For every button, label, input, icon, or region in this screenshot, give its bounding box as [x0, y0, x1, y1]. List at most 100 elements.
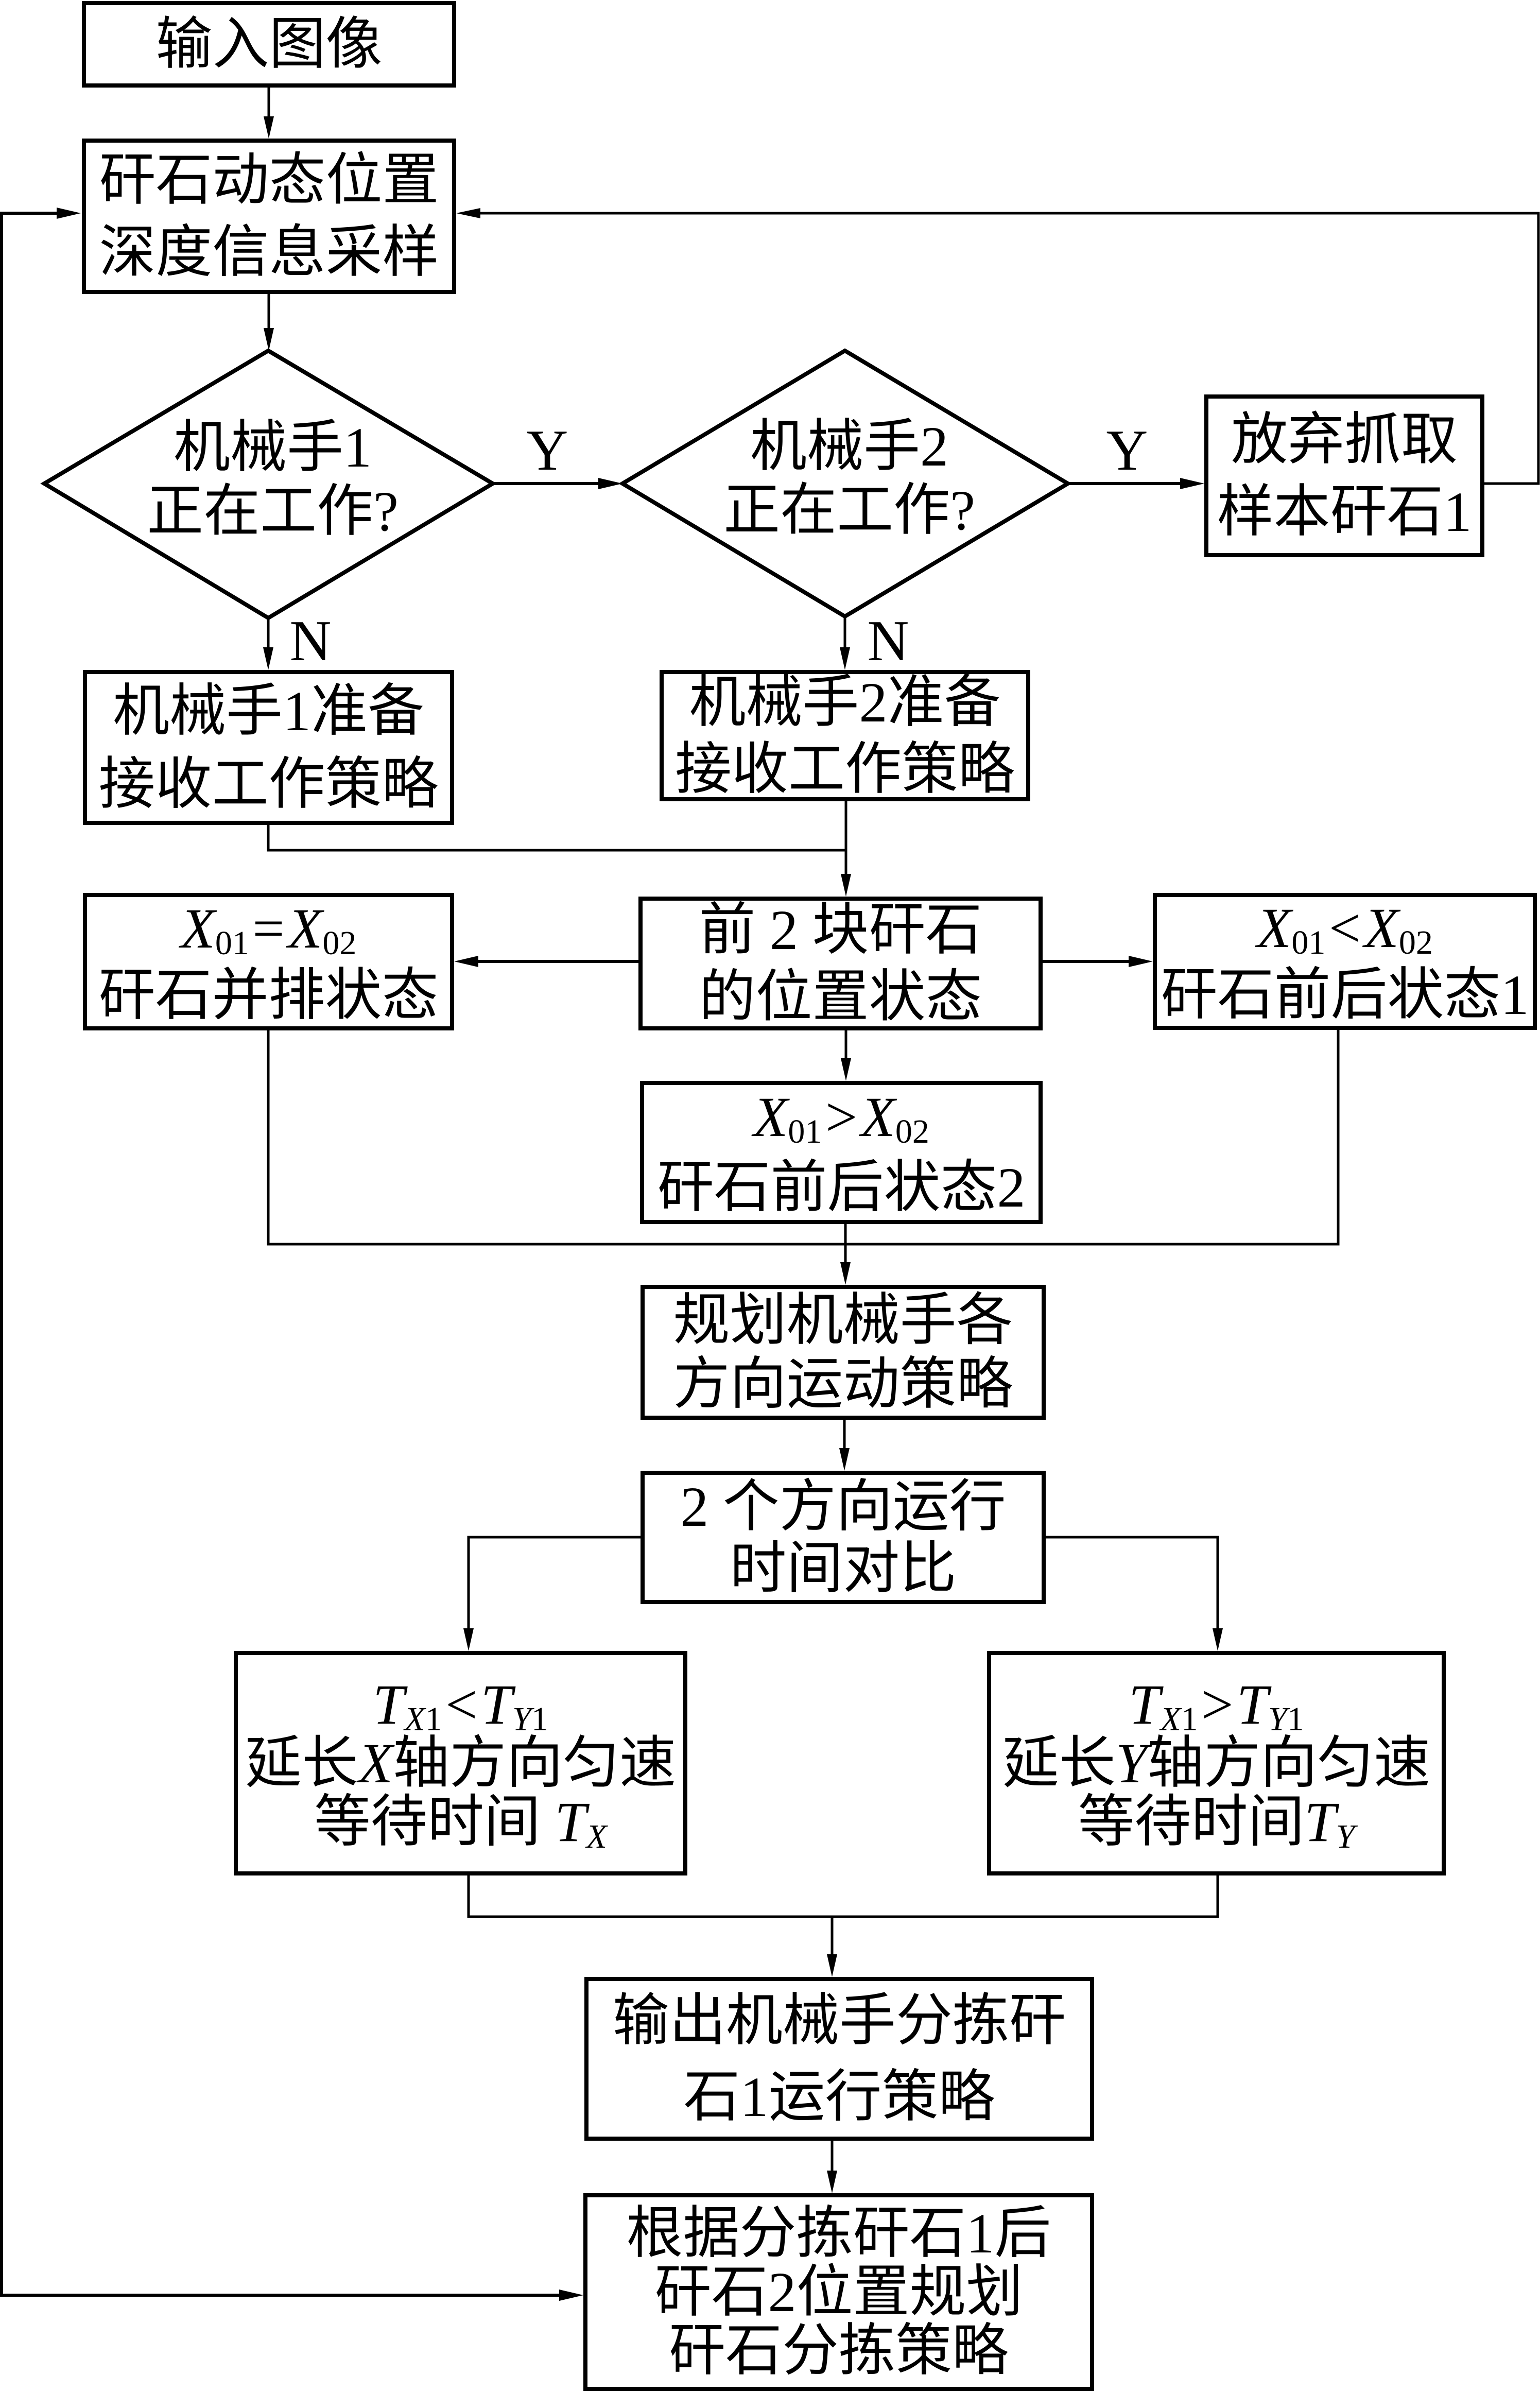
node-output-strategy: 输出机械手分拣矸 石1运行策略	[584, 1977, 1094, 2141]
node-text-line: 等待时间 TX	[314, 1791, 607, 1854]
text-fragment: 等待时间	[314, 1791, 555, 1853]
arrowhead-right	[559, 2290, 583, 2301]
node-extend-x: TX1<TY1 延长X轴方向匀速 等待时间 TX	[234, 1651, 687, 1875]
formula-operator: >	[825, 1086, 858, 1148]
node-text-line: 根据分拣矸石1后	[626, 2202, 1051, 2265]
arrowhead-right	[598, 478, 622, 489]
node-text-line: 输出机械手分拣矸	[613, 1989, 1066, 2052]
decision-diamond-arm2	[618, 348, 1072, 619]
node-text-line: 时间对比	[730, 1537, 957, 1600]
subscript-number: 1	[1287, 1700, 1304, 1739]
decision-diamond-arm1	[40, 348, 497, 621]
formula-line: TX1>TY1	[1129, 1673, 1304, 1736]
node-side-by-side: X01=X02 矸石并排状态	[83, 893, 454, 1030]
formula-line: TX1<TY1	[373, 1673, 548, 1736]
node-position-state: 前 2 块矸石 的位置状态	[638, 897, 1043, 1030]
arrowhead-down	[263, 647, 273, 670]
arrowhead-down	[827, 1954, 837, 1977]
arrowhead-down	[463, 1628, 474, 1651]
formula-variable: T	[1129, 1673, 1161, 1736]
node-text-line: 接收工作策略	[98, 752, 439, 816]
connector-extend-merge	[467, 1875, 1219, 1918]
formula-operator: <	[445, 1673, 478, 1736]
node-text-line: 延长X轴方向匀速	[245, 1734, 676, 1793]
subscript-variable: X	[1160, 1700, 1181, 1739]
node-text-line: 深度信息采样	[99, 221, 439, 284]
node-text-line: 矸石分拣策略	[669, 2319, 1009, 2382]
node-text-line: 样本矸石1	[1217, 480, 1472, 543]
text-fragment: 等待时间	[1078, 1791, 1305, 1853]
formula-operator: >	[1201, 1673, 1234, 1736]
formula-variable: T	[373, 1673, 405, 1736]
node-text-line: 机械手2	[750, 415, 948, 478]
node-text-line: 规划机械手各	[673, 1289, 1013, 1352]
formula-subscript: 02	[895, 1113, 929, 1151]
formula-variable: X	[180, 897, 215, 960]
node-sampling: 矸石动态位置 深度信息采样	[82, 139, 456, 294]
arrowhead-right	[1129, 956, 1153, 967]
arrowhead-down	[1213, 1628, 1223, 1651]
node-text-line: 矸石前后状态1	[1161, 963, 1529, 1026]
connector-abandon-feedback-to-sampling	[479, 212, 1540, 485]
node-abandon-grab: 放弃抓取 样本矸石1	[1204, 394, 1484, 557]
arrowhead-right	[57, 208, 81, 219]
arrowhead-down	[839, 1448, 850, 1471]
node-text-line: 矸石前后状态2	[657, 1156, 1026, 1219]
formula-subscript: Y	[1336, 1818, 1355, 1856]
node-text-line: 机械手2准备	[689, 670, 1001, 734]
formula-operator: =	[252, 897, 285, 960]
edge-label-arm1-yes: Y	[526, 419, 568, 483]
arrowhead-down	[841, 874, 851, 897]
node-front-back-2: X01>X02 矸石前后状态2	[640, 1081, 1043, 1224]
node-plan-next: 根据分拣矸石1后 矸石2位置规划 矸石分拣策略	[583, 2193, 1094, 2391]
formula-variable: T	[480, 1673, 513, 1736]
formula-subscript: 02	[1398, 924, 1433, 962]
formula-subscript: X	[586, 1818, 607, 1856]
formula-subscript: 01	[1291, 924, 1326, 962]
edge-label-arm2-yes: Y	[1106, 419, 1148, 483]
formula-operator: <	[1328, 897, 1361, 959]
formula-subscript: X1	[1160, 1700, 1198, 1738]
formula-variable: X	[860, 1086, 895, 1148]
node-text-line: 正在工作?	[723, 479, 975, 542]
formula-variable: T	[1304, 1791, 1336, 1853]
axis-variable: Y	[1115, 1732, 1148, 1795]
arrowhead-down	[840, 647, 850, 670]
arrowhead-down	[827, 2171, 837, 2193]
formula-variable: X	[753, 1086, 788, 1148]
arrowhead-left	[456, 208, 480, 218]
subscript-variable: Y	[512, 1700, 531, 1739]
connector-loop-left	[0, 212, 560, 2297]
formula-variable: X	[1364, 897, 1399, 959]
node-text-line: 等待时间TY	[1078, 1791, 1355, 1854]
subscript-number: 1	[425, 1700, 442, 1739]
connector-compare-to-extend-x	[467, 1536, 641, 1629]
formula-subscript: Y1	[512, 1700, 548, 1738]
connector-arm1-ready-merge	[267, 825, 846, 852]
formula-variable: T	[1236, 1673, 1269, 1736]
text-fragment: 延长	[245, 1732, 358, 1795]
axis-variable: X	[358, 1732, 393, 1795]
node-compare-time: 2 个方向运行 时间对比	[641, 1471, 1046, 1604]
formula-subscript: Y1	[1268, 1700, 1304, 1738]
node-text-line: 矸石动态位置	[99, 149, 439, 212]
node-arm2-ready: 机械手2准备 接收工作策略	[660, 670, 1030, 801]
node-text-line: 机械手1准备	[113, 679, 424, 743]
node-text-line: 输入图像	[155, 13, 383, 76]
formula-line: X01=X02	[181, 895, 357, 962]
node-front-back-1: X01<X02 矸石前后状态1	[1153, 893, 1537, 1030]
subscript-number: 1	[531, 1700, 548, 1739]
formula-line: X01>X02	[753, 1082, 929, 1152]
node-text-line: 放弃抓取	[1231, 408, 1458, 471]
node-plan-motion: 规划机械手各 方向运动策略	[641, 1285, 1046, 1420]
node-text-line: 2 个方向运行	[680, 1475, 1006, 1538]
formula-variable: X	[288, 897, 323, 960]
arrowhead-right	[1180, 478, 1204, 489]
formula-variable: X	[1257, 897, 1292, 959]
text-fragment: 轴方向匀速	[393, 1732, 677, 1795]
node-text-line: 矸石并排状态	[98, 963, 439, 1027]
arrowhead-down	[264, 116, 274, 139]
node-text-line: 机械手1	[174, 416, 372, 479]
decision-arm2-text: 机械手2 正在工作?	[622, 351, 1068, 616]
